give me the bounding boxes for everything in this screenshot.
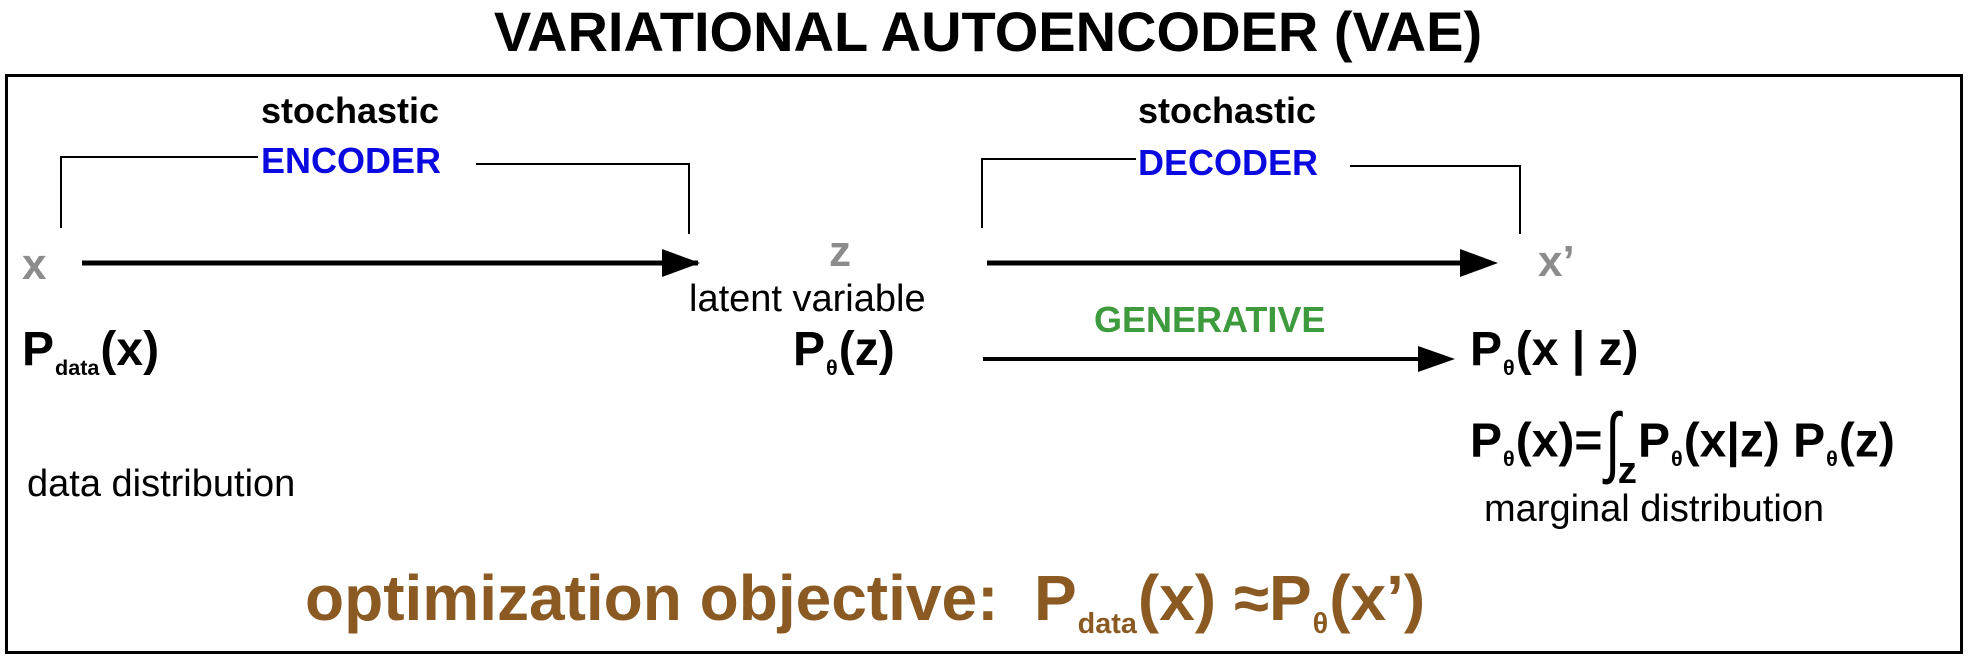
diagram-title: VARIATIONAL AUTOENCODER (VAE)	[493, 0, 1483, 63]
argument: (x|z)	[1683, 414, 1780, 468]
subscript: θ	[1503, 446, 1515, 472]
encoder-qualifier: stochastic	[261, 90, 440, 131]
prob-symbol: P	[1470, 414, 1503, 468]
argument: (x)=	[1515, 414, 1603, 468]
decoder-arrowhead	[1460, 249, 1498, 277]
argument: (z)	[1838, 414, 1895, 468]
decoder-qualifier: stochastic	[1138, 90, 1317, 131]
encoder-arrowhead	[662, 249, 700, 277]
prob-symbol: P	[1637, 414, 1670, 468]
prob-symbol: P	[1033, 562, 1077, 634]
prob-symbol: P	[22, 323, 55, 376]
argument: (z)	[838, 323, 895, 376]
integral-subscript: z	[1617, 449, 1637, 493]
marginal-distribution-caption: marginal distribution	[1484, 488, 1825, 530]
subscript: θ	[1503, 354, 1515, 380]
argument: (x’)	[1329, 562, 1426, 634]
marginal-formula: Pθ(x)=∫zPθ(x|z) Pθ(z)	[1470, 402, 1895, 491]
optimization-objective: optimization objective: Pdata(x) ≈Pθ(x’)	[305, 566, 1425, 639]
output-symbol: x’	[1538, 237, 1575, 286]
integral-sign: ∫	[1605, 397, 1621, 485]
prob-symbol: P	[793, 323, 826, 376]
prob-symbol: P	[1793, 414, 1826, 468]
diagram-frame	[5, 74, 1963, 654]
input-symbol: x	[22, 240, 47, 289]
subscript: data	[55, 354, 100, 380]
argument: (x | z)	[1515, 323, 1639, 376]
likelihood-formula: Pθ(x | z)	[1470, 323, 1639, 380]
latent-symbol: z	[829, 227, 851, 276]
generative-arrowhead	[1418, 346, 1455, 372]
prior-formula: Pθ(z)	[793, 323, 895, 380]
data-distribution-caption: data distribution	[27, 463, 296, 505]
prob-symbol: P	[1470, 323, 1503, 376]
decoder-bracket	[981, 158, 1521, 234]
decoder-label: DECODER	[1138, 142, 1319, 183]
generative-label: GENERATIVE	[1094, 299, 1326, 340]
subscript: θ	[1312, 607, 1329, 640]
prob-symbol: P	[1268, 562, 1312, 634]
subscript: θ	[1826, 446, 1838, 472]
approx-sign: ≈	[1233, 562, 1269, 634]
subscript: θ	[1671, 446, 1683, 472]
argument: (x)	[1137, 562, 1217, 634]
subscript: data	[1077, 607, 1137, 640]
argument: (x)	[100, 323, 160, 376]
encoder-label: ENCODER	[261, 140, 442, 181]
subscript: θ	[826, 354, 838, 380]
latent-caption: latent variable	[689, 278, 926, 320]
encoder-bracket	[60, 156, 690, 234]
objective-label: optimization objective:	[305, 562, 999, 634]
data-distribution-formula: Pdata(x)	[22, 323, 160, 380]
